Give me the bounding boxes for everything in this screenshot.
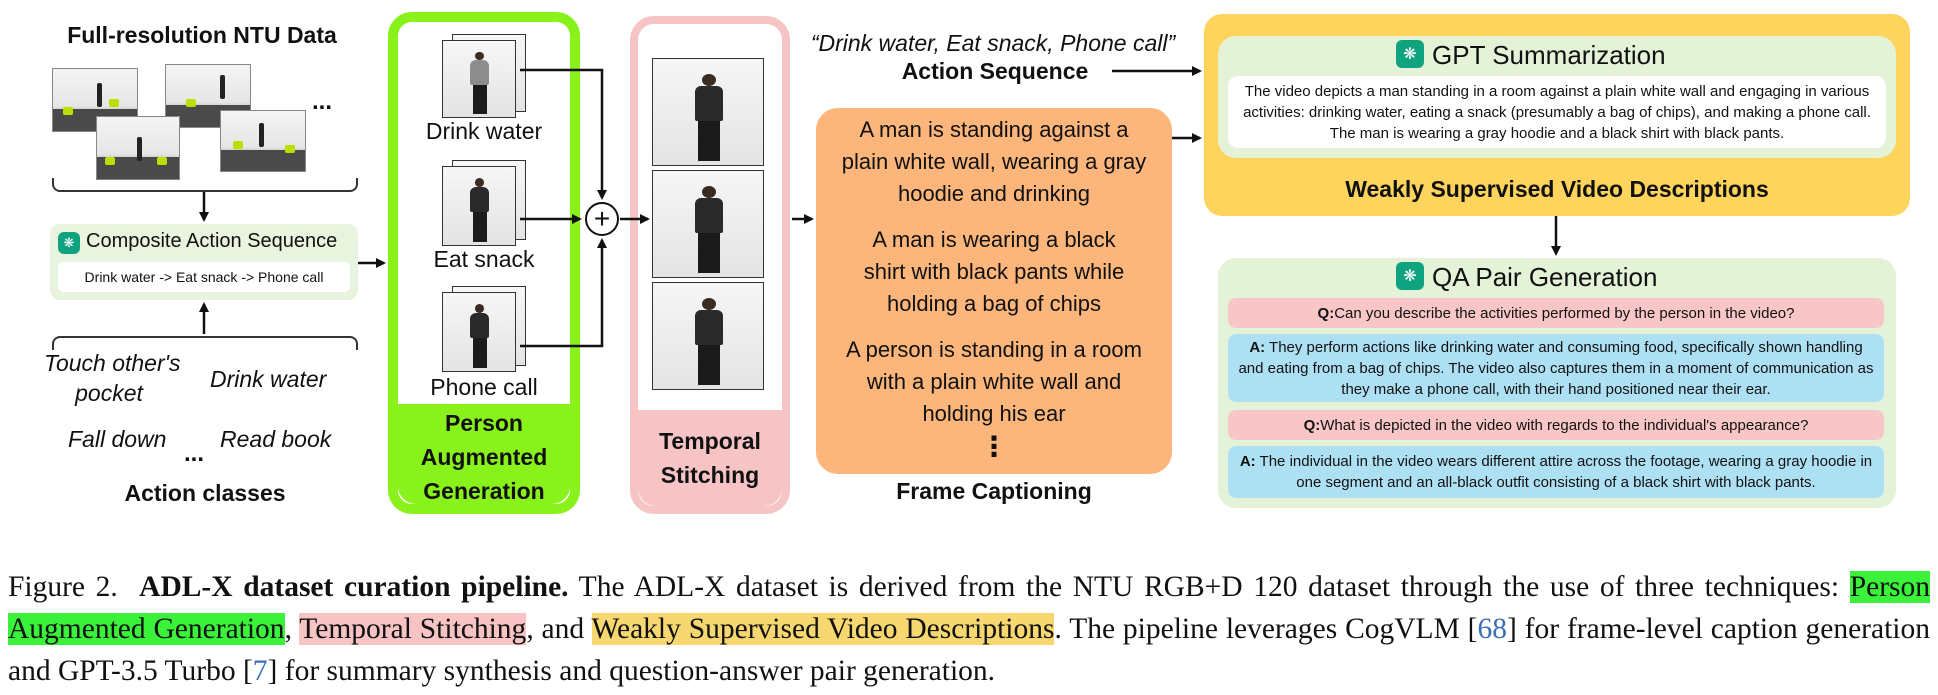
ntu-data-title: Full-resolution NTU Data <box>67 22 337 48</box>
highlight-weakly-supervised: Weakly Supervised Video Descriptions <box>591 613 1055 645</box>
class-fall-down: Fall down <box>68 426 167 452</box>
arrow-icon <box>520 68 607 200</box>
action-sequence-quote: “Drink water, Eat snack, Phone call” <box>810 30 1176 56</box>
ellipsis-bottom: ... <box>184 440 205 467</box>
figure-caption: Figure 2. ADL-X dataset curation pipelin… <box>8 571 1930 687</box>
class-drink-water: Drink water <box>210 366 327 392</box>
answer-row: A: They perform actions like drinking wa… <box>1228 334 1884 402</box>
frame-captioning-box <box>816 108 1172 474</box>
stitched-frame <box>652 282 764 390</box>
frame-captioning-title: Frame Captioning <box>896 478 1092 504</box>
arrow-icon <box>520 238 607 348</box>
person-augmented-label-bg <box>398 404 570 504</box>
plus-circle-icon: + <box>585 202 619 236</box>
class-read-book: Read book <box>220 426 332 452</box>
caption-1: A man is standing against a plain white … <box>841 117 1147 206</box>
citation-link-7[interactable]: 7 <box>252 655 268 687</box>
stitched-frame <box>652 58 764 166</box>
gpt-logo-icon: ❋ <box>1396 40 1424 68</box>
ntu-thumbnail <box>96 116 180 180</box>
gpt-summary-text: The video depicts a man standing in a ro… <box>1228 76 1886 148</box>
temporal-stitching-label-bg <box>638 410 782 506</box>
frame-label-eat-snack: Eat snack <box>433 246 535 272</box>
flow-arrows <box>199 66 1561 348</box>
frame-label-phone-call: Phone call <box>430 374 538 400</box>
person-augmented-label: Person Augmented Generation <box>420 410 548 504</box>
brace-bottom <box>52 336 358 350</box>
figure-bold-title: ADL-X dataset curation pipeline. <box>139 571 569 603</box>
gpt-logo-icon: ❋ <box>1396 262 1424 290</box>
citation-link-68[interactable]: 68 <box>1477 613 1508 645</box>
frame-label-drink-water: Drink water <box>425 118 543 144</box>
answer-row: A: The individual in the video wears dif… <box>1228 446 1884 498</box>
gpt-logo-icon: ❋ <box>58 232 80 254</box>
caption-3: A person is standing in a room with a pl… <box>846 337 1142 426</box>
ntu-thumbnail <box>220 110 306 172</box>
figure-label: Figure 2. <box>8 571 118 603</box>
highlight-temporal-stitching: Temporal Stitching <box>299 613 527 645</box>
composite-action-sequence: Drink water -> Eat snack -> Phone call <box>58 262 350 292</box>
qa-generation-title: QA Pair Generation <box>1432 262 1658 292</box>
question-row: Q: What is depicted in the video with re… <box>1228 410 1884 440</box>
video-frame <box>442 166 516 246</box>
action-sequence-label: Action Sequence <box>901 58 1089 84</box>
class-touch-pocket: Touch other's pocket <box>44 350 181 406</box>
composite-action-box: ❋ Composite Action Sequence Drink water … <box>50 224 358 300</box>
question-row: Q: Can you describe the activities perfo… <box>1228 298 1884 328</box>
caption-2: A man is wearing a black shirt with blac… <box>863 227 1125 316</box>
temporal-stitching-label: Temporal Stitching <box>659 428 761 488</box>
ellipsis-top: ... <box>312 88 333 115</box>
video-frame <box>442 292 516 372</box>
video-frame <box>442 40 516 118</box>
gpt-summarization-title: GPT Summarization <box>1432 40 1666 70</box>
weakly-supervised-title: Weakly Supervised Video Descriptions <box>1345 176 1769 202</box>
caption-more-dots: ⋮ <box>980 431 1008 462</box>
composite-action-title: Composite Action Sequence <box>86 230 338 252</box>
brace-top <box>52 178 358 192</box>
action-classes-title: Action classes <box>124 480 286 506</box>
stitched-frame <box>652 170 764 278</box>
